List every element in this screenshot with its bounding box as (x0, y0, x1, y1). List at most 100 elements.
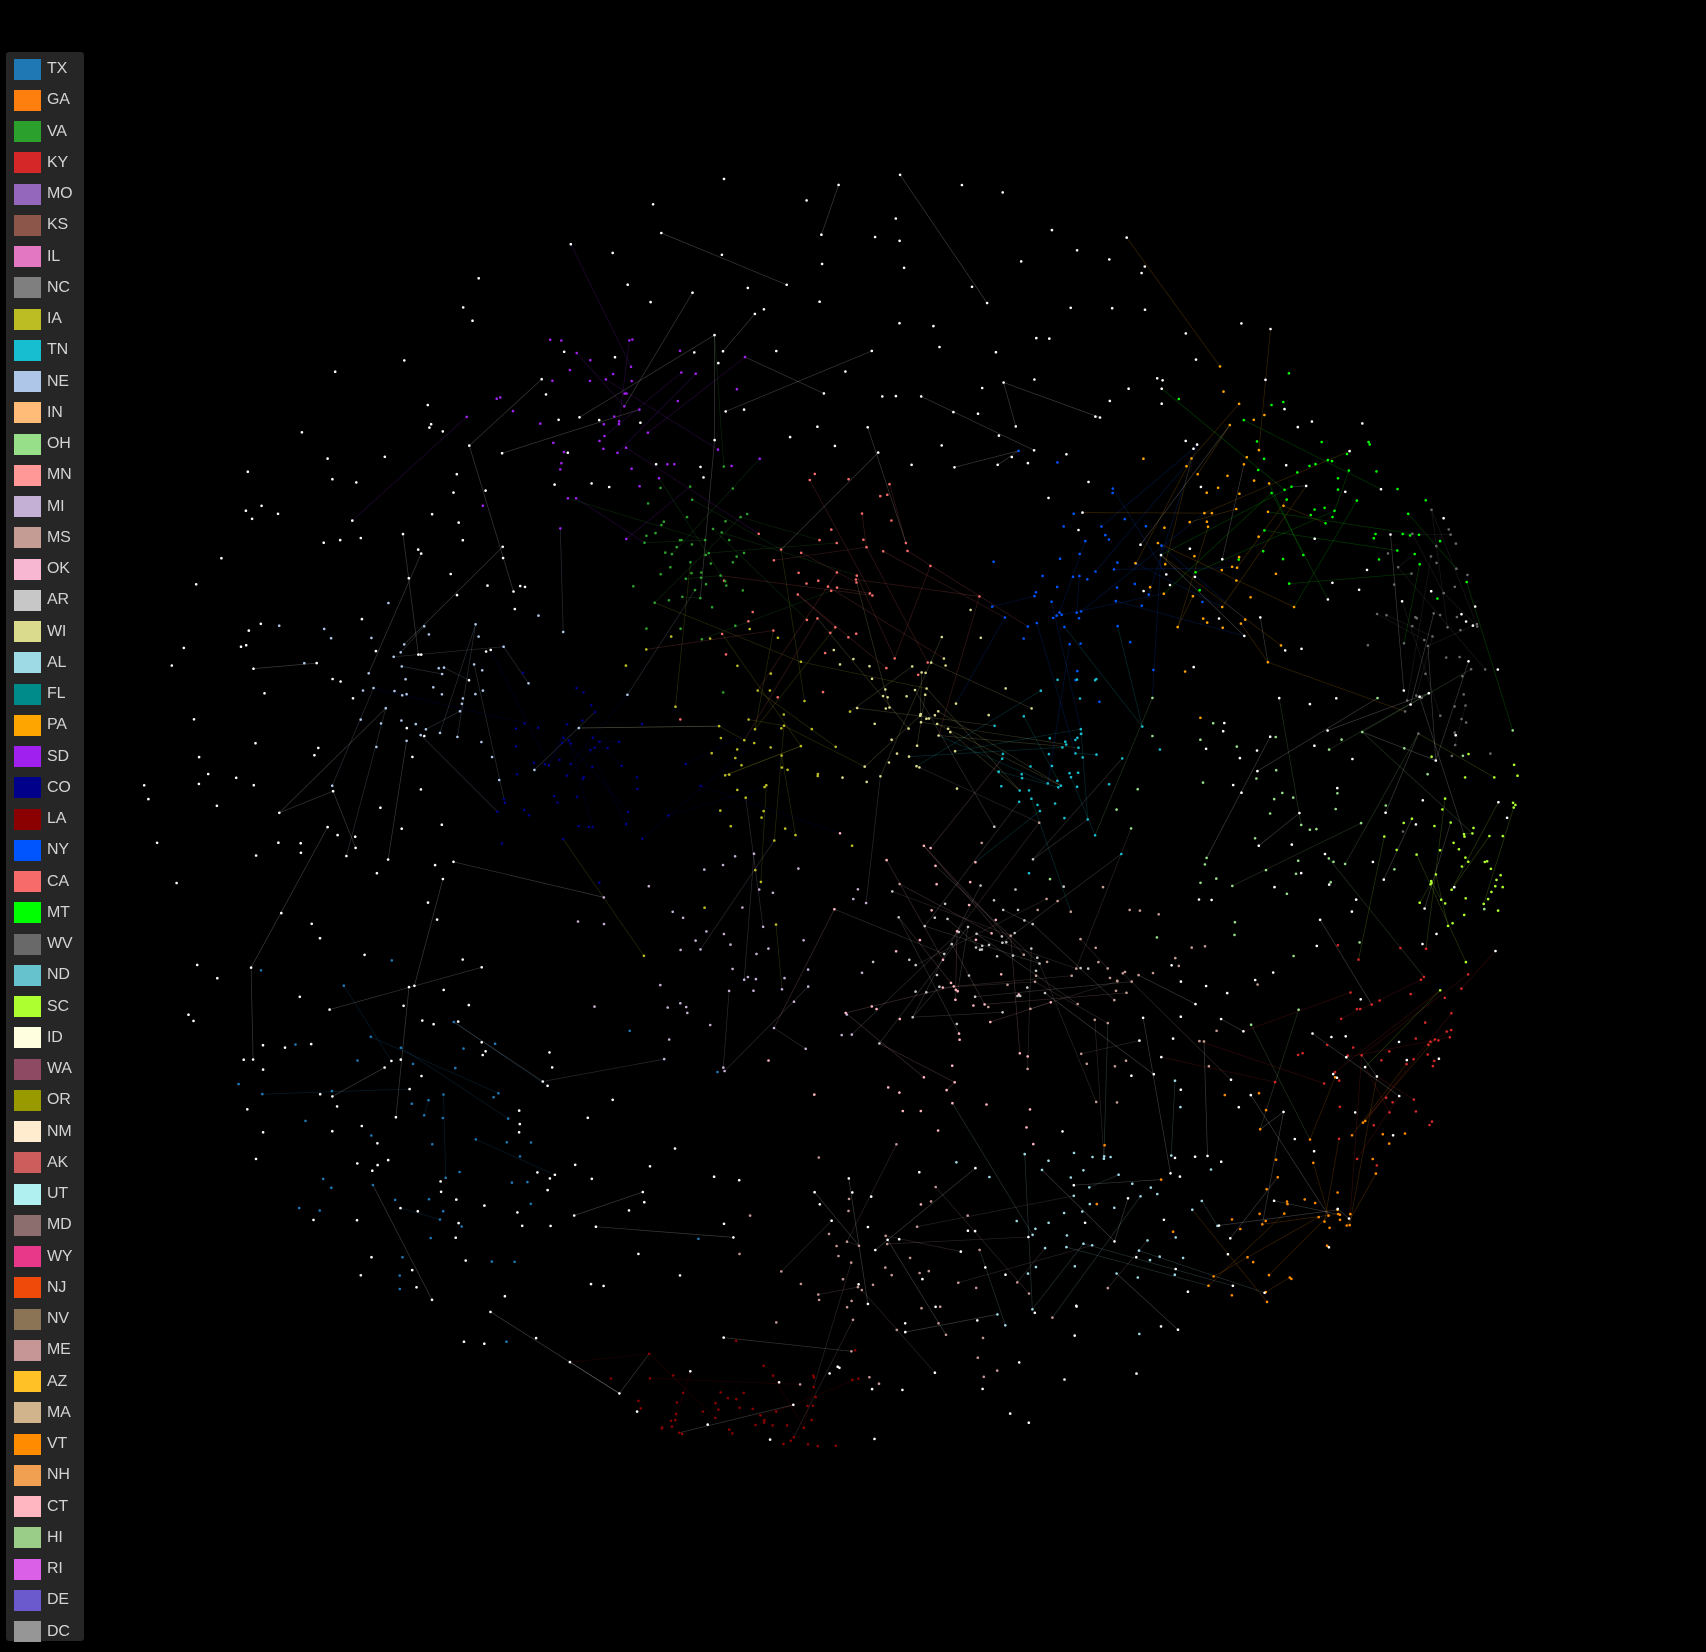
legend-item-ks[interactable]: KS (14, 212, 84, 238)
legend-item-mt[interactable]: MT (14, 900, 84, 926)
legend-item-hi[interactable]: HI (14, 1525, 84, 1551)
legend-item-mi[interactable]: MI (14, 494, 84, 520)
legend-item-ga[interactable]: GA (14, 87, 84, 113)
network-node (841, 1277, 845, 1281)
legend-item-va[interactable]: VA (14, 119, 84, 145)
legend-item-id[interactable]: ID (14, 1025, 84, 1051)
network-node (1359, 998, 1362, 1001)
legend-item-wi[interactable]: WI (14, 619, 84, 645)
network-node (1027, 1292, 1031, 1295)
network-node (960, 183, 964, 187)
legend-item-co[interactable]: CO (14, 775, 84, 801)
legend-item-mn[interactable]: MN (14, 462, 84, 488)
legend-item-ne[interactable]: NE (14, 369, 84, 395)
legend-item-ia[interactable]: IA (14, 306, 84, 332)
legend-item-nc[interactable]: NC (14, 275, 84, 301)
network-node (1075, 1304, 1078, 1308)
network-node (602, 1284, 605, 1288)
legend-item-sc[interactable]: SC (14, 994, 84, 1020)
network-node (938, 985, 941, 988)
legend-item-il[interactable]: IL (14, 244, 84, 270)
network-node (1138, 1332, 1141, 1336)
network-node (1393, 868, 1396, 871)
network-node (593, 746, 596, 749)
legend-item-oh[interactable]: OH (14, 431, 84, 457)
legend-item-de[interactable]: DE (14, 1587, 84, 1613)
legend-item-sd[interactable]: SD (14, 744, 84, 770)
legend-item-me[interactable]: ME (14, 1337, 84, 1363)
legend-item-la[interactable]: LA (14, 806, 84, 832)
network-node (1230, 1294, 1234, 1297)
network-node (1476, 625, 1479, 628)
network-node (518, 1122, 522, 1126)
network-node (1438, 539, 1442, 543)
legend-item-ny[interactable]: NY (14, 837, 84, 863)
legend-item-pa[interactable]: PA (14, 712, 84, 738)
legend-item-vt[interactable]: VT (14, 1431, 84, 1457)
legend-item-az[interactable]: AZ (14, 1369, 84, 1395)
network-node (401, 532, 405, 536)
network-node (1273, 885, 1276, 889)
legend-item-wv[interactable]: WV (14, 931, 84, 957)
network-node (322, 541, 326, 544)
legend-item-ca[interactable]: CA (14, 869, 84, 895)
legend-item-ar[interactable]: AR (14, 587, 84, 613)
legend-item-ms[interactable]: MS (14, 525, 84, 551)
network-node (816, 1444, 819, 1448)
legend-item-nd[interactable]: ND (14, 962, 84, 988)
legend-item-ma[interactable]: MA (14, 1400, 84, 1426)
network-node (950, 1064, 954, 1067)
legend-item-ct[interactable]: CT (14, 1494, 84, 1520)
legend-item-wy[interactable]: WY (14, 1244, 84, 1270)
legend-item-tx[interactable]: TX (14, 56, 84, 82)
legend-item-ri[interactable]: RI (14, 1556, 84, 1582)
network-edge (1075, 753, 1097, 755)
network-node (782, 713, 786, 716)
legend-item-md[interactable]: MD (14, 1212, 84, 1238)
network-node (693, 588, 697, 592)
network-node (973, 1229, 977, 1233)
network-node (720, 253, 724, 257)
legend-item-wa[interactable]: WA (14, 1056, 84, 1082)
legend-item-tn[interactable]: TN (14, 337, 84, 363)
network-node (1223, 1093, 1227, 1097)
network-edge (775, 924, 783, 990)
network-node (336, 833, 339, 837)
legend-item-ut[interactable]: UT (14, 1181, 84, 1207)
network-node (733, 855, 737, 858)
network-node (1217, 617, 1221, 620)
legend-item-fl[interactable]: FL (14, 681, 84, 707)
network-edge (1201, 1200, 1218, 1227)
network-node (1463, 776, 1467, 779)
legend-item-nm[interactable]: NM (14, 1119, 84, 1145)
legend-label: KS (47, 216, 68, 234)
legend-item-nh[interactable]: NH (14, 1462, 84, 1488)
network-node (548, 338, 552, 342)
network-node (679, 1002, 682, 1005)
network-edge (332, 791, 356, 849)
network-node (660, 231, 663, 235)
legend-item-in[interactable]: IN (14, 400, 84, 426)
legend-item-nj[interactable]: NJ (14, 1275, 84, 1301)
legend-item-ak[interactable]: AK (14, 1150, 84, 1176)
network-node (379, 722, 383, 725)
legend-item-ky[interactable]: KY (14, 150, 84, 176)
network-node (1100, 525, 1103, 528)
legend-item-mo[interactable]: MO (14, 181, 84, 207)
network-node (1169, 1172, 1172, 1175)
legend-item-nv[interactable]: NV (14, 1306, 84, 1332)
network-edge (1309, 1077, 1336, 1140)
legend-item-or[interactable]: OR (14, 1087, 84, 1113)
network-node (1229, 1237, 1232, 1240)
network-node (976, 1319, 979, 1322)
legend-item-ok[interactable]: OK (14, 556, 84, 582)
legend-swatch (14, 589, 41, 611)
legend-item-al[interactable]: AL (14, 650, 84, 676)
network-node (881, 550, 885, 553)
network-node (1409, 992, 1412, 996)
legend-item-dc[interactable]: DC (14, 1619, 84, 1645)
network-node (355, 481, 358, 484)
legend-label: ID (47, 1028, 63, 1046)
network-edge (855, 579, 980, 597)
network-node (1101, 885, 1105, 889)
